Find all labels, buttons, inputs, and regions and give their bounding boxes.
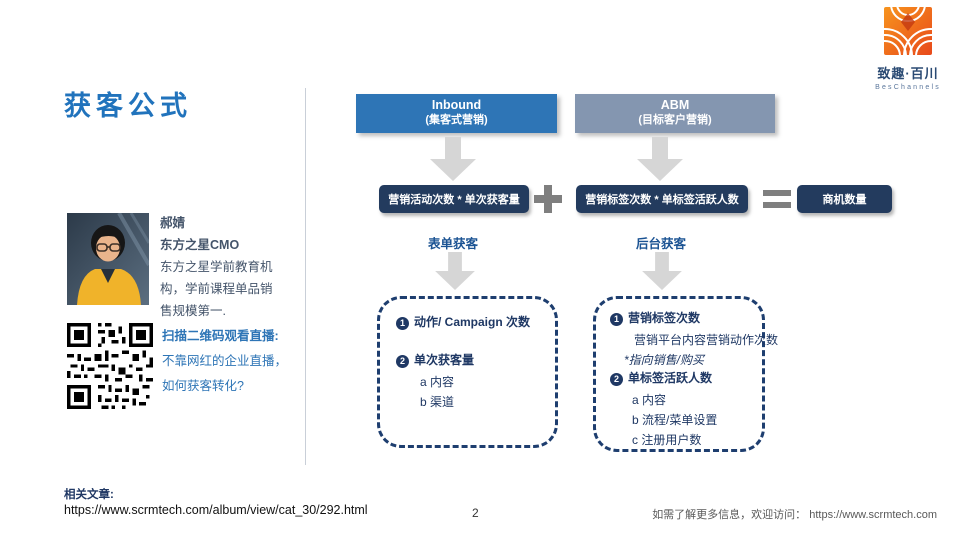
brand-subname: BesChannels [875,84,941,91]
inbound-subtitle: (集客式营销) [425,114,488,126]
speaker-bio: 东方之星学前教育机构，学前课程单品销售规模第一. [160,260,273,318]
panel-subitem: c 注册用户数 [632,433,702,447]
page-number: 2 [472,506,479,520]
panel-note: 营销平台内容营销动作次数 [634,333,779,347]
brand-logo: 致趣·百川 BesChannels [869,7,947,91]
down-arrow-icon [639,252,685,290]
panel-note-italic: *指向销售/购买 [624,353,705,367]
panel-subitem: a 内容 [632,393,667,407]
abm-header-box: ABM (目标客户营销) [575,94,775,133]
branch-label-backend: 后台获客 [635,237,686,251]
branch-label-form: 表单获客 [427,237,478,251]
page-title: 获客公式 [64,91,192,121]
circled-number-icon: 1 [610,312,623,326]
qr-code [67,320,153,412]
abm-title: ABM [660,98,690,112]
circled-number-icon: 2 [610,372,623,386]
abm-subtitle: (目标客户营销) [638,114,712,126]
panel-subitem: a 内容 [420,375,455,389]
more-info-link[interactable]: 如需了解更多信息，欢迎访问： https://www.scrmtech.com [652,509,937,521]
down-arrow-icon [430,137,476,181]
down-arrow-icon [432,252,478,290]
equals-icon [763,190,791,208]
circled-number-icon: 1 [396,316,409,330]
inbound-title: Inbound [431,98,482,112]
qr-caption-line3: 如何获客转化? [162,379,244,393]
related-article-link[interactable]: https://www.scrmtech.com/album/view/cat_… [64,503,368,517]
qr-caption: 扫描二维码观看直播: 不靠网红的企业直播， 如何获客转化? [162,324,312,399]
qr-caption-line1: 扫描二维码观看直播: [162,329,279,343]
speaker-photo [67,213,149,305]
inbound-header-box: Inbound (集客式营销) [356,94,557,133]
speaker-info: 郝婧 东方之星CMO 东方之星学前教育机构，学前课程单品销售规模第一. [160,212,284,322]
related-articles-label: 相关文章: [64,489,114,501]
circled-number-icon: 2 [396,354,409,368]
brand-logo-icon [884,7,932,55]
speaker-role: 东方之星CMO [160,238,240,252]
formula-right-box: 营销标签次数 * 单标签活跃人数 [576,185,748,213]
brand-name: 致趣·百川 [877,66,939,81]
formula-result-box: 商机数量 [797,185,892,213]
panel-subitem: b 流程/菜单设置 [632,413,718,427]
vertical-divider [305,88,306,465]
down-arrow-icon [637,137,683,181]
panel-subitem: b 渠道 [420,395,455,409]
qr-caption-line2: 不靠网红的企业直播， [162,354,288,368]
formula-left-box: 营销活动次数 * 单次获客量 [379,185,529,213]
speaker-name: 郝婧 [160,216,186,230]
plus-icon [534,185,562,213]
